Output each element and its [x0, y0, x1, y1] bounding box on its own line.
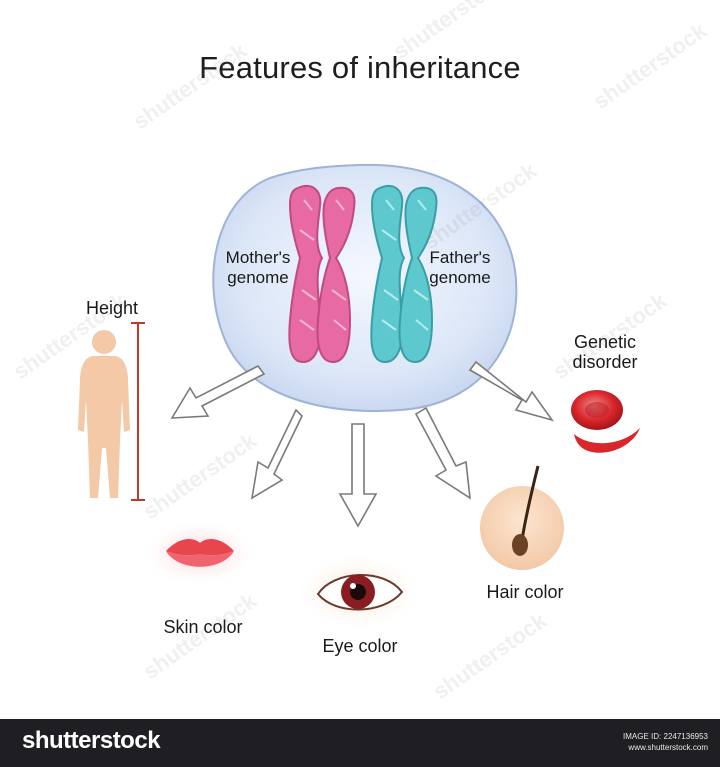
diagram-title: Features of inheritance	[199, 50, 521, 85]
father-chromosome	[370, 185, 438, 364]
eye-icon	[294, 552, 422, 632]
eye-color-label: Eye color	[322, 636, 398, 656]
hair-follicle-icon	[480, 465, 564, 570]
svg-text:shutterstock: shutterstock	[389, 0, 512, 64]
footer-bar: shutterstock IMAGE ID: 2247136953 www.sh…	[0, 719, 720, 767]
cell	[212, 163, 518, 412]
mother-chromosome	[288, 185, 356, 364]
arrow-to-height	[170, 364, 266, 419]
genetic-disorder-label: Genetic disorder	[572, 332, 638, 372]
arrow-to-disorder	[468, 360, 554, 422]
arrow-to-hair	[414, 406, 471, 500]
svg-text:shutterstock: shutterstock	[129, 37, 252, 134]
site-url: www.shutterstock.com	[628, 743, 708, 752]
fathers-genome-label: Father's genome	[429, 248, 491, 287]
skin-color-label: Skin color	[163, 617, 243, 637]
image-id: IMAGE ID: 2247136953 www.shutterstock.co…	[623, 731, 708, 753]
image-id-text: IMAGE ID: 2247136953	[623, 732, 708, 741]
lips-icon	[140, 519, 260, 587]
inheritance-diagram: shutterstock shutterstock shutterstock s…	[9, 0, 712, 704]
height-measure-line	[131, 322, 145, 501]
mothers-genome-label: Mother's genome	[225, 248, 291, 287]
brand-logo: shutterstock	[22, 727, 161, 754]
svg-text:shutterstock: shutterstock	[139, 427, 262, 524]
hair-color-label: Hair color	[486, 582, 564, 602]
red-blood-cell-icon	[571, 390, 640, 453]
height-label: Height	[85, 298, 139, 318]
human-silhouette-icon	[78, 330, 130, 498]
arrow-to-eye	[338, 423, 378, 528]
arrow-to-skin	[250, 408, 303, 500]
svg-text:shutterstock: shutterstock	[589, 17, 712, 114]
svg-text:shutterstock: shutterstock	[429, 607, 552, 704]
